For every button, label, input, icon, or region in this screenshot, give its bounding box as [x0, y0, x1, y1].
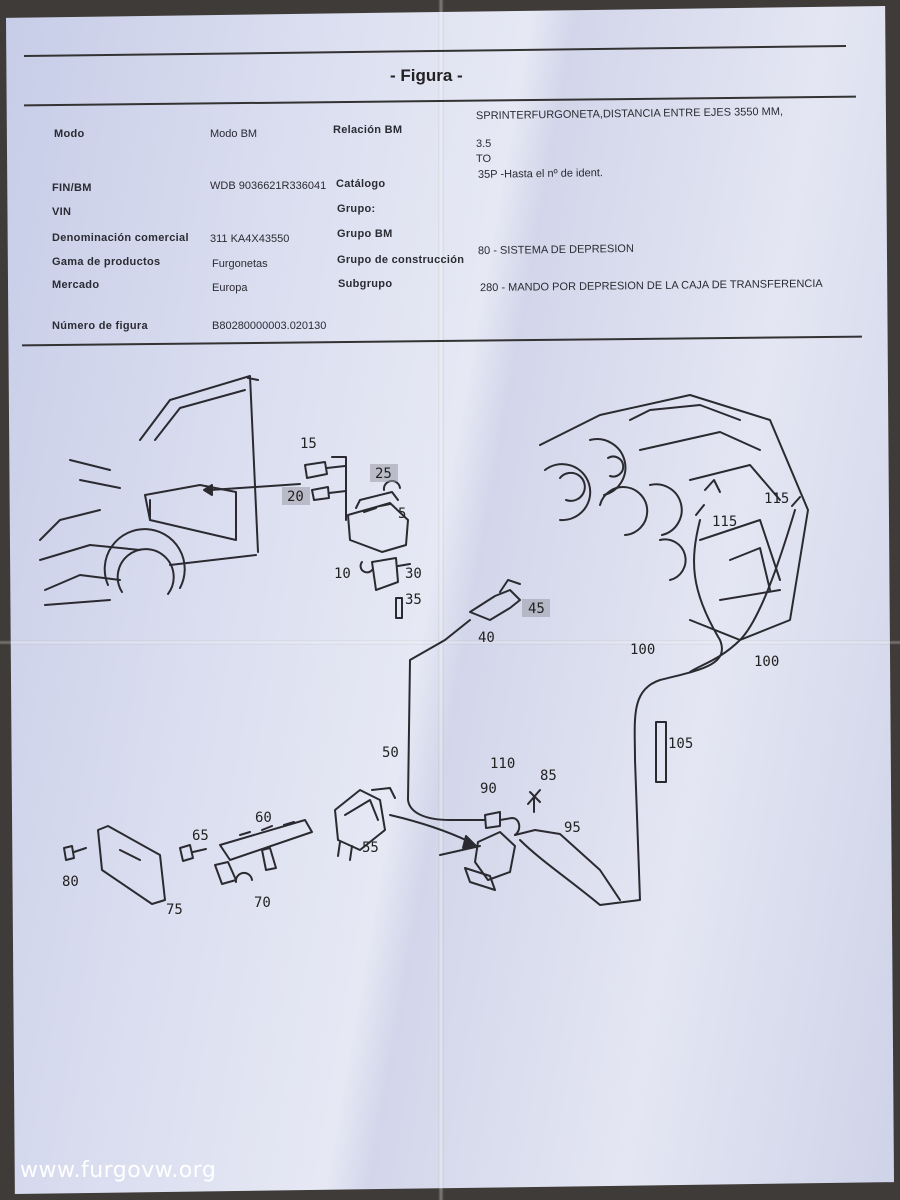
valve-assembly-drawing	[439, 789, 621, 901]
fin-label: FIN/BM	[52, 182, 92, 194]
bracket-60-drawing	[214, 819, 313, 885]
part-label-90: 90	[480, 781, 497, 797]
part-label-95: 95	[564, 820, 581, 836]
grupo-bm-label: Grupo BM	[337, 228, 393, 240]
page-title: - Figura -	[390, 66, 463, 85]
part-label-100b: 100	[754, 654, 779, 670]
vin-label: VIN	[52, 206, 72, 218]
callout-box-20	[282, 487, 310, 505]
part-label-30: 30	[405, 566, 422, 582]
part-label-20: 20	[287, 489, 304, 505]
location-arrow	[209, 483, 301, 491]
part-label-15: 15	[300, 436, 317, 452]
grupo-label: Grupo:	[337, 203, 376, 215]
gama-label: Gama de productos	[52, 256, 161, 268]
part-label-85: 85	[540, 768, 557, 784]
part-label-35: 35	[405, 592, 422, 608]
denominacion-label: Denominación comercial	[52, 232, 189, 244]
mercado-value: Europa	[212, 282, 248, 294]
part-label-70: 70	[254, 895, 271, 911]
subgrupo-label: Subgrupo	[338, 278, 393, 290]
part-label-80: 80	[62, 874, 79, 890]
part-label-60: 60	[255, 810, 272, 826]
vertical-fold	[438, 0, 444, 1200]
relacion-label: Relación BM	[333, 124, 403, 136]
part-label-110: 110	[490, 756, 515, 772]
callout-box-25	[370, 464, 398, 482]
gama-value: Furgonetas	[212, 258, 268, 270]
transfer-case-drawing	[539, 394, 809, 641]
numero-value: B80280000003.020130	[212, 320, 327, 332]
part-label-5: 5	[398, 506, 406, 522]
part-label-50: 50	[382, 745, 399, 761]
relacion-value-2: 3.5	[476, 138, 492, 150]
numero-label: Número de figura	[52, 320, 148, 332]
cover-plate-75	[97, 825, 166, 905]
site-watermark: www.furgovw.org	[20, 1158, 217, 1183]
part-label-105: 105	[668, 736, 693, 752]
part-label-10: 10	[334, 566, 351, 582]
part-label-55: 55	[362, 840, 379, 856]
mercado-label: Mercado	[52, 279, 100, 291]
part-label-45: 45	[528, 601, 545, 617]
part-label-25: 25	[375, 466, 392, 482]
paper-sheet	[6, 6, 894, 1194]
part-label-65: 65	[192, 828, 209, 844]
vacuum-line-100b	[689, 509, 796, 673]
horizontal-fold	[0, 640, 900, 645]
denominacion-value: 311 KA4X43550	[210, 233, 290, 245]
van-cab-drawing	[39, 375, 259, 606]
callout-box-45	[522, 599, 550, 617]
part-label-115a: 115	[712, 514, 737, 530]
pointer-arrow	[389, 814, 471, 843]
modo-value: Modo BM	[210, 128, 258, 140]
fin-value: WDB 9036621R336041	[210, 180, 327, 192]
part-label-75: 75	[166, 902, 183, 918]
vacuum-line-50	[407, 619, 486, 821]
vacuum-line-100a	[519, 519, 723, 906]
relacion-value-3: TO	[476, 153, 492, 165]
solenoid-drawing	[334, 787, 396, 861]
part-label-40: 40	[478, 630, 495, 646]
part-label-100a: 100	[630, 642, 655, 658]
grupo-construccion-label: Grupo de construcción	[337, 254, 465, 266]
part-105-tube	[655, 721, 667, 783]
modo-label: Modo	[54, 128, 85, 140]
catalogo-label: Catálogo	[336, 178, 386, 190]
part-label-115b: 115	[764, 491, 789, 507]
switch-assembly-drawing	[304, 456, 411, 619]
